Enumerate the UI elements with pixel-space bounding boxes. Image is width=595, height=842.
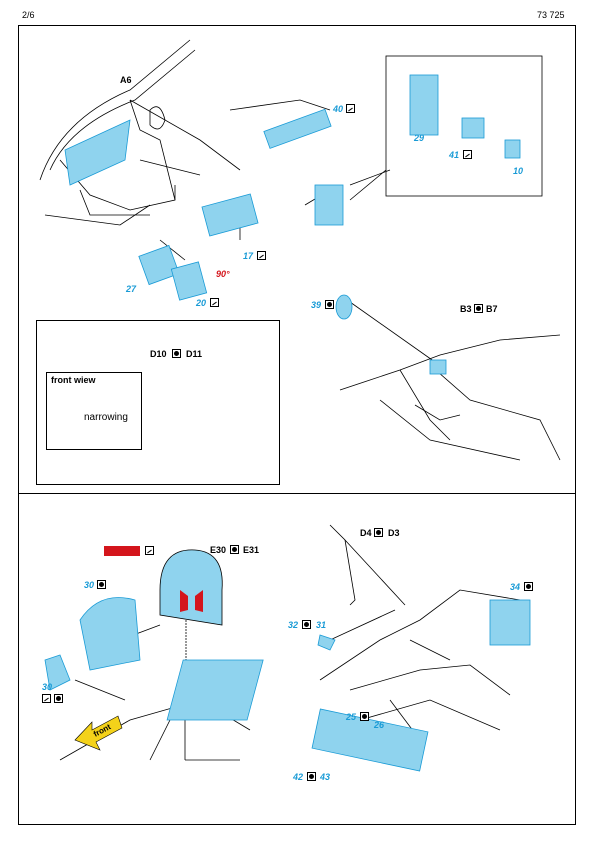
part-42: 42 <box>293 772 304 782</box>
paint-icon <box>374 528 383 537</box>
part-31: 31 <box>316 620 327 630</box>
label-e30: E30 <box>210 545 227 555</box>
page-number: 2/6 <box>22 10 35 20</box>
part-32: 32 <box>288 620 299 630</box>
part-25: 25 <box>346 712 357 722</box>
part-41: 41 <box>449 150 460 160</box>
part-29: 29 <box>414 133 425 143</box>
part-39: 39 <box>311 300 322 310</box>
label-d4: D4 <box>360 528 372 538</box>
inset-front-view <box>46 372 142 450</box>
fold-icon <box>210 298 219 307</box>
label-d3: D3 <box>388 528 400 538</box>
part-34: 34 <box>510 582 521 592</box>
page-frame <box>18 25 576 825</box>
paint-icon <box>325 300 334 309</box>
paint-icon <box>172 349 181 358</box>
fold-icon <box>463 150 472 159</box>
part-10: 10 <box>513 166 524 176</box>
paint-icon <box>230 545 239 554</box>
part-17: 17 <box>243 251 254 261</box>
fold-icon <box>145 546 154 555</box>
paint-icon <box>474 304 483 313</box>
paint-icon <box>524 582 533 591</box>
paint-icon <box>360 712 369 721</box>
kit-code: 73 725 <box>537 10 565 20</box>
paint-icon <box>54 694 63 703</box>
part-26: 26 <box>374 720 385 730</box>
fold-icon <box>346 104 355 113</box>
label-e31: E31 <box>243 545 260 555</box>
part-20: 20 <box>196 298 207 308</box>
angle-90: 90° <box>216 269 230 279</box>
label-b3: B3 <box>460 304 472 314</box>
narrowing-label: narrowing <box>84 412 128 423</box>
part-40: 40 <box>333 104 344 114</box>
part-43: 43 <box>320 772 331 782</box>
fold-icon <box>42 694 51 703</box>
paint-icon <box>302 620 311 629</box>
label-a6: A6 <box>120 75 132 85</box>
front-view-label: front wiew <box>51 375 96 385</box>
label-b7: B7 <box>486 304 498 314</box>
part-27: 27 <box>126 284 137 294</box>
fold-icon <box>257 251 266 260</box>
paint-icon <box>307 772 316 781</box>
label-d11: D11 <box>186 349 203 359</box>
label-d10: D10 <box>150 349 167 359</box>
paint-icon <box>97 580 106 589</box>
section-divider <box>18 493 576 494</box>
part-30-top: 30 <box>84 580 95 590</box>
part-30-bottom: 30 <box>42 682 53 692</box>
